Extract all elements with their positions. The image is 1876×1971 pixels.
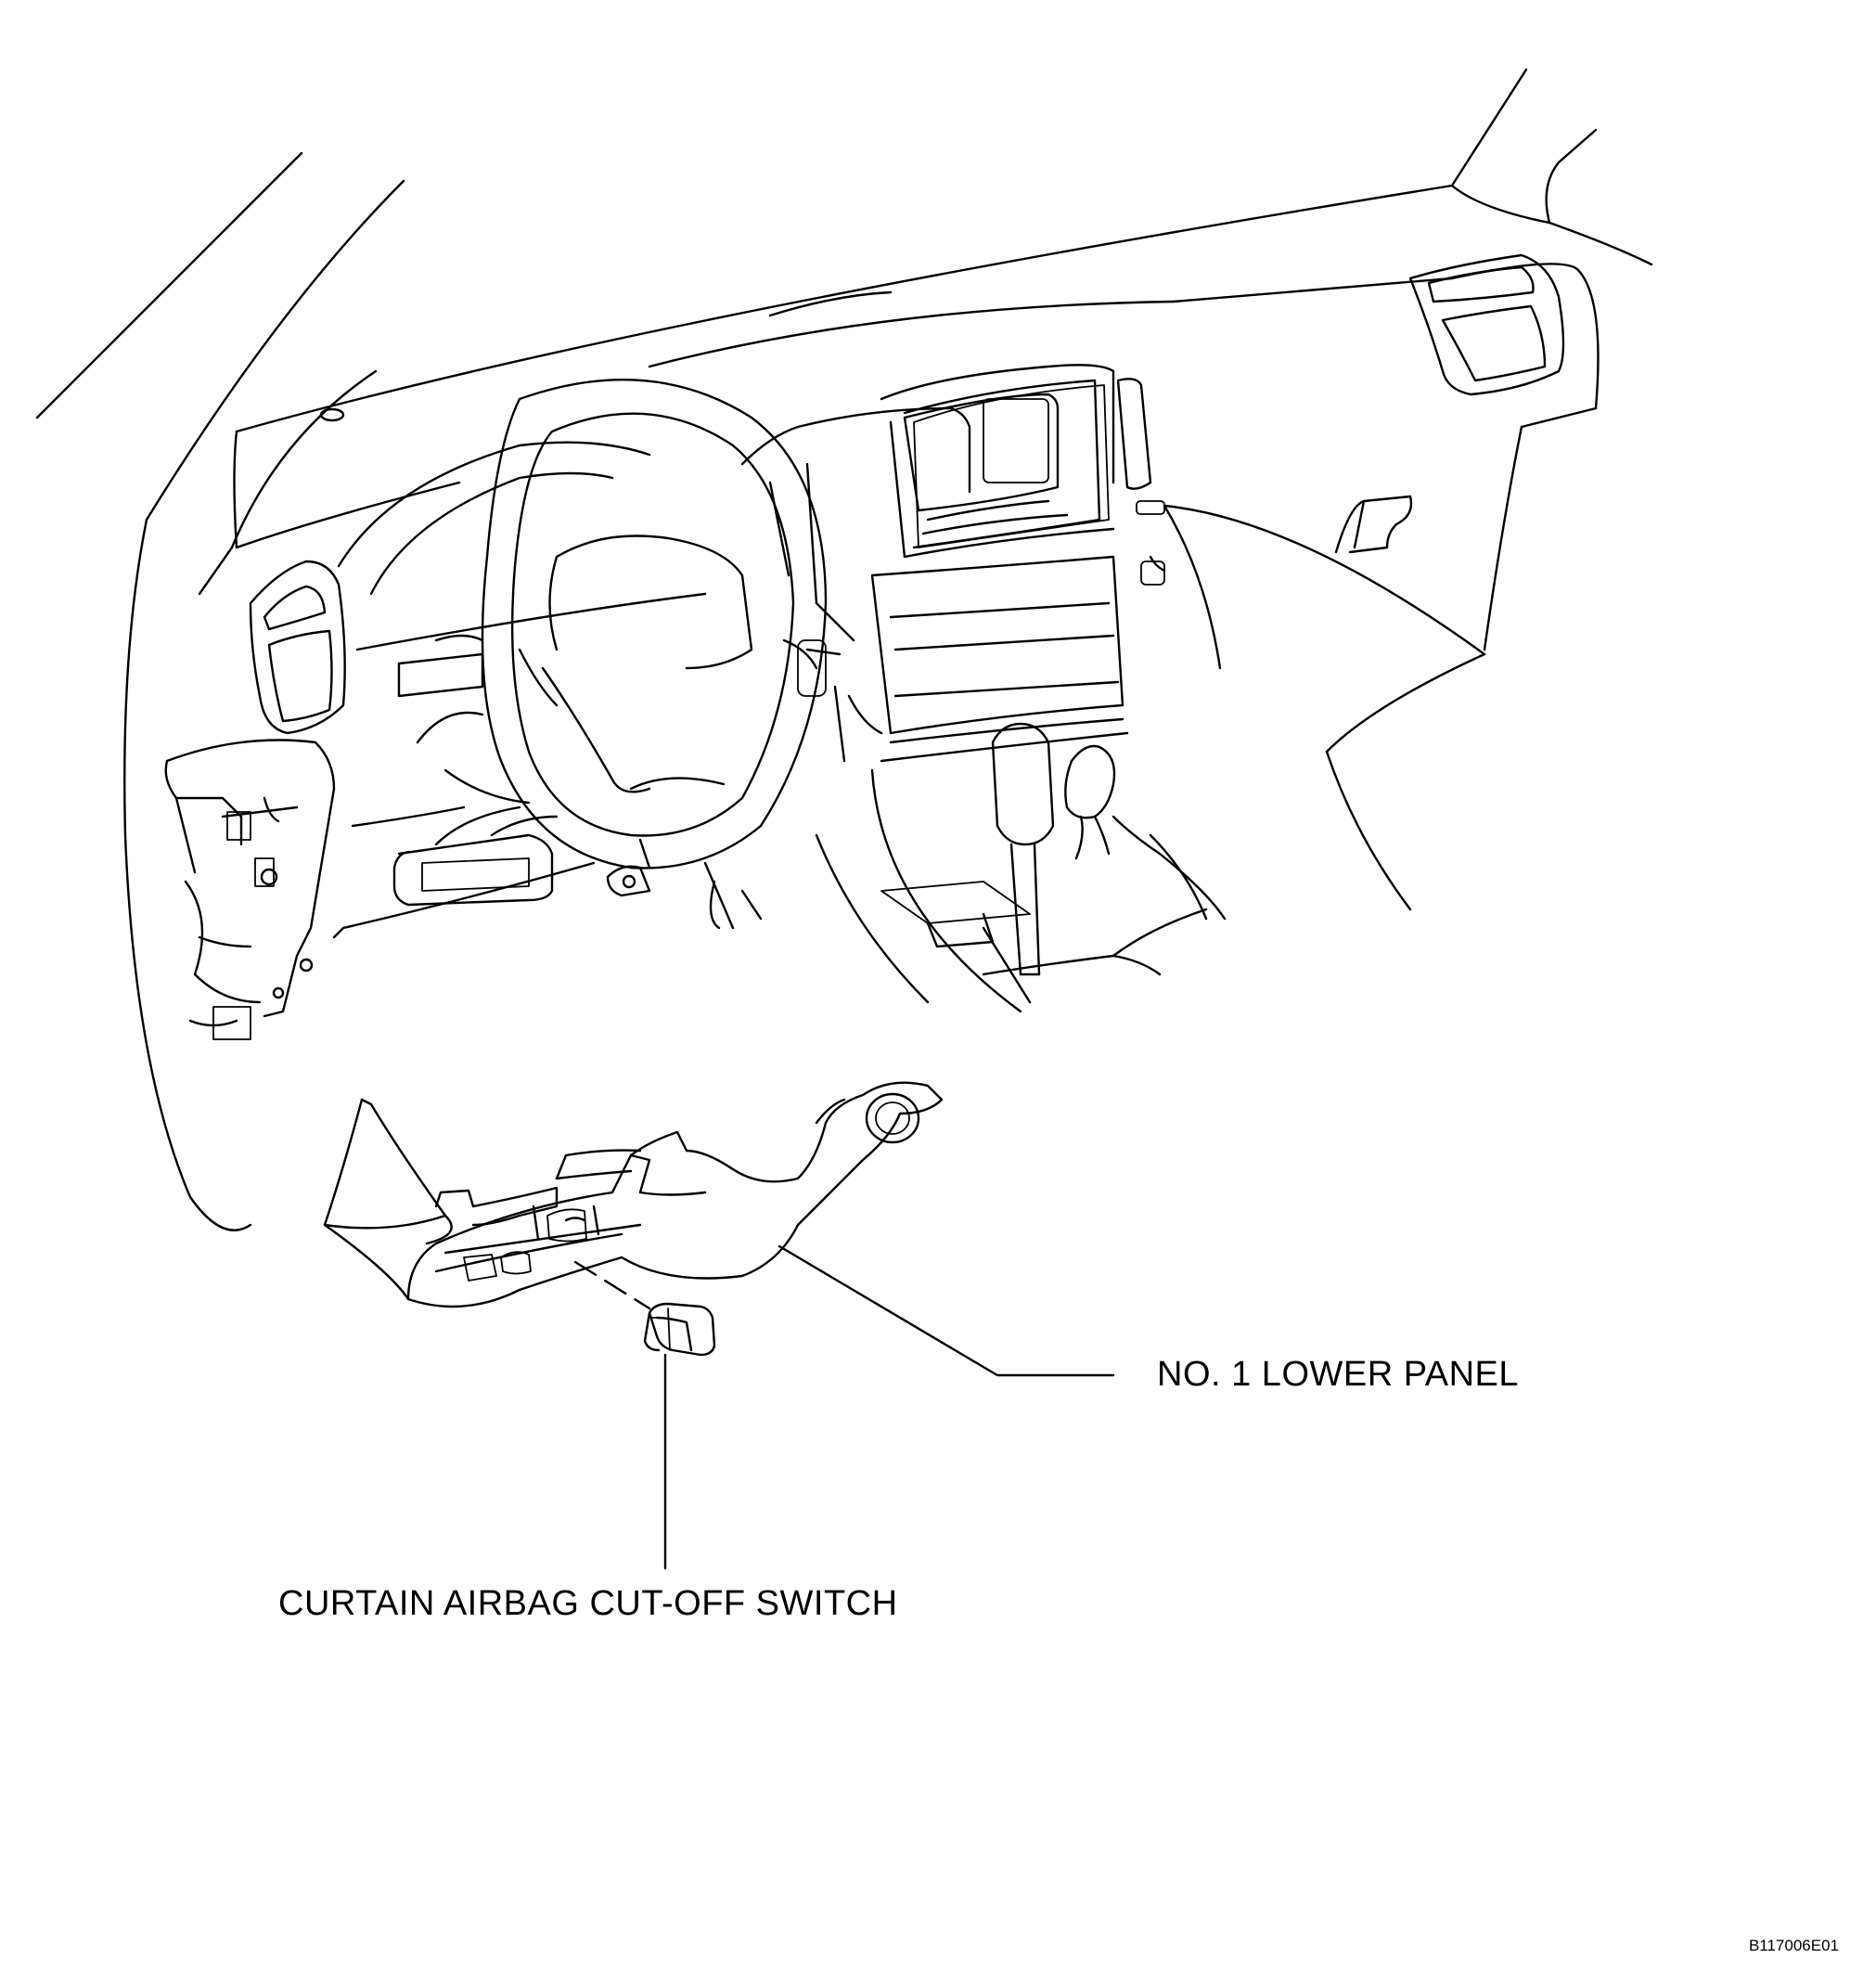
center-console	[796, 364, 1166, 763]
lower-panel-label: NO. 1 LOWER PANEL	[1157, 1355, 1520, 1394]
gear-shift-lever	[991, 722, 1055, 976]
transfer-lever	[1064, 744, 1116, 860]
left-air-vent	[249, 560, 346, 735]
a-pillar	[35, 151, 405, 1231]
steering-column	[416, 711, 763, 930]
dashboard-top	[233, 184, 1600, 651]
airbag-switch-part	[643, 1302, 716, 1357]
glove-box-handle	[1334, 495, 1413, 554]
lower-panel-leader-line	[777, 1244, 1115, 1377]
steering-wheel	[481, 378, 842, 870]
right-pillar	[1450, 68, 1653, 266]
figure-code: B117006E01	[1748, 1937, 1839, 1954]
console-floor	[815, 768, 1227, 1013]
right-air-vent	[1408, 253, 1565, 396]
left-kick-panel-wiring	[164, 739, 336, 1040]
airbag-switch-label: CURTAIN AIRBAG CUT-OFF SWITCH	[278, 1584, 898, 1623]
instrument-cluster-hood	[337, 441, 707, 698]
lower-dash-edge	[332, 805, 651, 939]
lower-panel-part	[323, 1081, 944, 1308]
dash-center-lines	[740, 425, 883, 763]
installation-guide-line	[573, 1260, 651, 1310]
dash-right-panel	[1163, 504, 1486, 911]
